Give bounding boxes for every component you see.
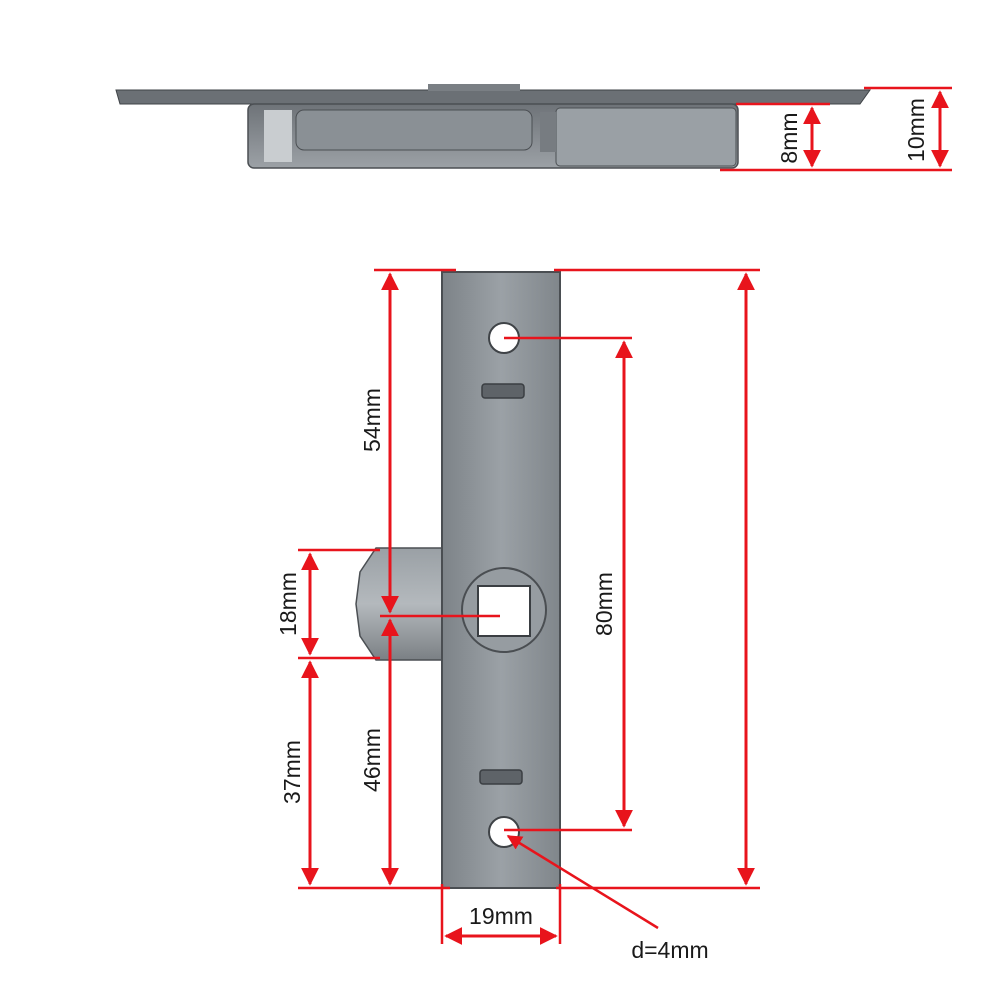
dimension-label-80mm: 80mm: [591, 572, 617, 636]
dimension-bolt-height: 18mm: [275, 548, 380, 660]
dimension-top-to-spindle: 54mm: [359, 268, 500, 618]
dimension-hole-spacing: 80mm: [504, 336, 633, 832]
dimension-label-d4mm: d=4mm: [631, 937, 708, 963]
dimension-label-18mm: 18mm: [275, 572, 301, 636]
side-view-faceplate-tab: [428, 84, 520, 91]
dimension-hole-diameter: d=4mm: [506, 834, 709, 963]
side-view-spring-block: [540, 112, 556, 152]
dimension-depth-inner: 8mm: [720, 102, 830, 172]
spindle-square-hole: [477, 585, 531, 637]
dimension-label-19mm: 19mm: [469, 903, 533, 929]
dimension-label-37mm: 37mm: [279, 740, 305, 804]
screw-hole-bottom: [488, 816, 520, 848]
leader-line: [506, 834, 659, 930]
dimension-plate-width: 19mm: [440, 884, 562, 945]
latch-bolt: [355, 547, 447, 661]
side-view-bolt: [295, 109, 533, 151]
dimension-label-46mm: 46mm: [359, 728, 385, 792]
side-view-faceplate: [115, 89, 871, 105]
front-view: [355, 271, 561, 889]
dimension-label-8mm: 8mm: [776, 112, 802, 163]
dimension-spindle-to-bottom: 46mm: [359, 618, 399, 886]
side-view: [115, 84, 871, 169]
dimension-label-10mm: 10mm: [903, 98, 929, 162]
side-view-bolt-housing: [555, 107, 737, 167]
slot-bottom: [479, 769, 523, 785]
dimension-bolt-to-bottom: 37mm: [279, 660, 450, 890]
dimension-depth-outer: 10mm: [830, 86, 952, 172]
dimension-label-54mm: 54mm: [359, 388, 385, 452]
side-view-case-opening: [264, 110, 292, 162]
dimension-overall-height: [554, 268, 760, 890]
slot-top: [481, 383, 525, 399]
